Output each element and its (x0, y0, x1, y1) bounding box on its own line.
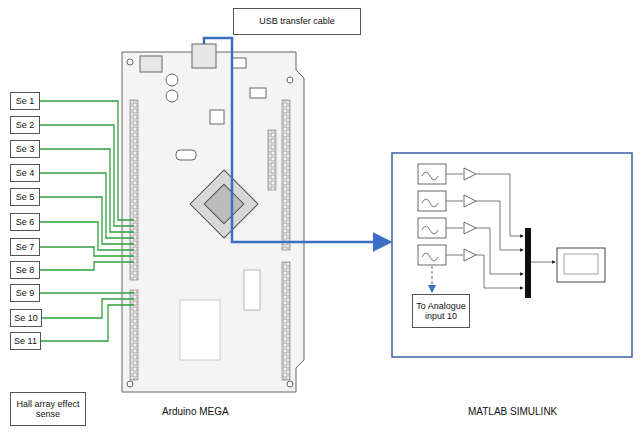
node-text: Hall array effect sense (14, 399, 82, 420)
sensor-box: Se 11 (10, 332, 41, 350)
node-text: Se 4 (16, 168, 35, 178)
sensor-wire (40, 101, 134, 341)
node-text: Se 7 (16, 242, 35, 252)
node-text: Se 10 (14, 313, 38, 323)
output-block: To Analogue input 10 (412, 294, 470, 328)
board-label: Arduino MEGA (162, 406, 229, 417)
sensor-box: Se 5 (10, 188, 40, 206)
node-text: To Analogue input 10 (416, 301, 466, 322)
node-text: Se 6 (16, 217, 35, 227)
sensor-box: Se 8 (10, 261, 40, 279)
node-text: Se 2 (16, 120, 35, 130)
caption-box: Hall array effect sense (10, 392, 86, 426)
sensor-box: Se 1 (10, 92, 40, 110)
node-text: Se 3 (16, 144, 35, 154)
simulink-panel (392, 153, 632, 357)
node-text: Se 9 (16, 288, 35, 298)
sensor-box: Se 7 (10, 238, 40, 256)
sensor-box: Se 3 (10, 140, 40, 158)
node-text: USB transfer cable (259, 16, 335, 26)
sensor-box: Se 2 (10, 116, 40, 134)
sensor-box: Se 9 (10, 284, 40, 302)
sensor-box: Se 4 (10, 164, 40, 182)
usb-cable (204, 38, 390, 242)
sensor-box: Se 6 (10, 213, 40, 231)
node-text: Se 5 (16, 192, 35, 202)
node-text: Se 8 (16, 265, 35, 275)
sensor-box: Se 10 (10, 309, 42, 327)
arduino-board (122, 44, 304, 392)
node-text: Se 11 (14, 336, 37, 346)
software-label: MATLAB SIMULINK (468, 406, 557, 417)
node-text: Se 1 (16, 96, 35, 106)
cable-label-box: USB transfer cable (233, 8, 361, 35)
